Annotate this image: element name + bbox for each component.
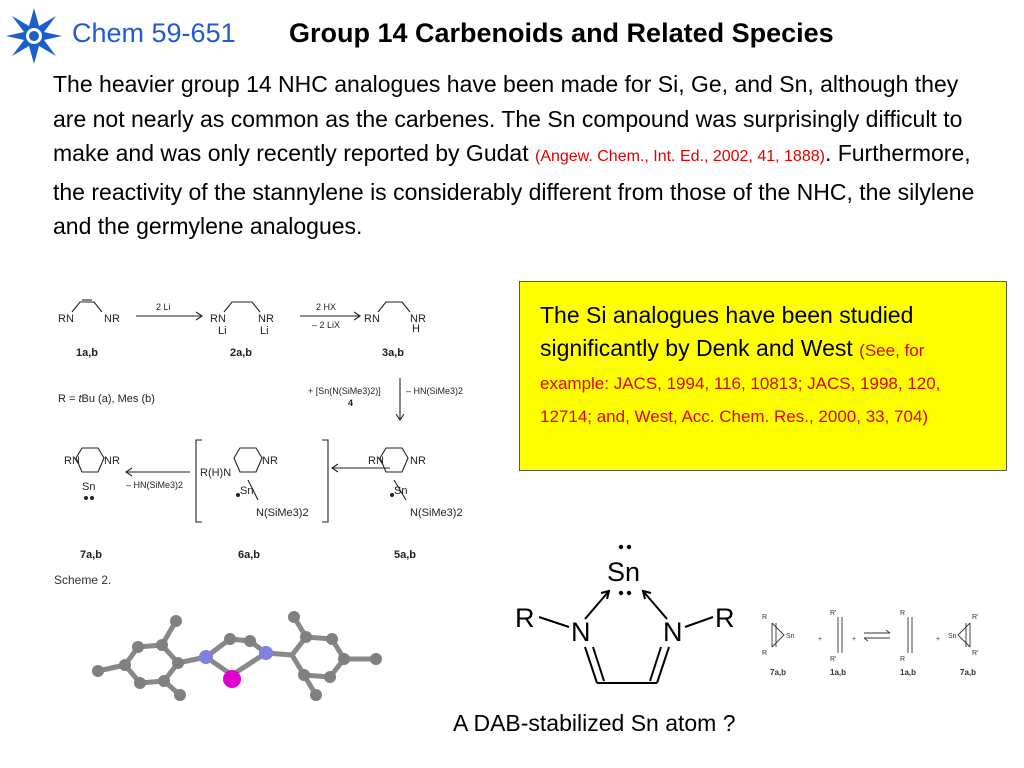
molecule-3d-model-image	[92, 611, 382, 701]
svg-text:R(H)N: R(H)N	[200, 467, 231, 479]
svg-text:NR: NR	[104, 313, 120, 325]
svg-text:Sn: Sn	[948, 633, 957, 640]
eq-label-7ab-2: 7a,b	[960, 668, 976, 677]
svg-text:RN: RN	[64, 455, 80, 467]
body-text-end: . Furthermore, the reactivity of the sta…	[53, 140, 975, 239]
body-paragraph: The heavier group 14 NHC analogues have …	[53, 67, 983, 244]
scheme-reagent-hn: – HN(SiMe3)2	[406, 386, 463, 396]
svg-text:Sn: Sn	[786, 633, 795, 640]
scheme-reagent-hx: 2 HX	[316, 302, 336, 312]
svg-text:N(SiMe3)2: N(SiMe3)2	[410, 507, 463, 519]
compound-label-6: 6a,b	[238, 549, 260, 561]
compound-label-3: 3a,b	[382, 347, 404, 359]
university-logo-icon	[6, 8, 62, 64]
svg-text:R: R	[762, 614, 767, 621]
svg-text:R: R	[900, 610, 905, 617]
body-reference: (Angew. Chem., Int. Ed., 2002, 41, 1888)	[534, 148, 825, 165]
eq-label-1ab: 1a,b	[830, 668, 846, 677]
svg-text:NR: NR	[104, 455, 120, 467]
svg-text:RN: RN	[368, 455, 384, 467]
svg-text:R': R'	[972, 650, 978, 657]
svg-text:R: R	[762, 650, 767, 657]
dab-r-left: R	[515, 603, 535, 633]
course-code: Chem 59-651	[72, 18, 236, 48]
svg-text:NR: NR	[258, 313, 274, 325]
note-box: The Si analogues have been studied signi…	[519, 281, 1007, 471]
r-definition: R = tBu (a), Mes (b)	[58, 393, 155, 405]
svg-text:R': R'	[830, 610, 836, 617]
svg-text:N(SiMe3)2: N(SiMe3)2	[256, 507, 309, 519]
compound-label-5: 5a,b	[394, 549, 416, 561]
dab-tin-label: Sn	[607, 557, 640, 587]
svg-text:NR: NR	[410, 455, 426, 467]
scheme-reagent-sn-num: 4	[348, 398, 353, 408]
svg-text:H: H	[412, 323, 420, 335]
eq-label-1ab-2: 1a,b	[900, 668, 916, 677]
scheme-caption: Scheme 2.	[54, 573, 111, 587]
compound-label-1: 1a,b	[76, 347, 98, 359]
svg-text:RN: RN	[58, 313, 74, 325]
svg-text:Li: Li	[260, 325, 269, 337]
eq-label-7ab: 7a,b	[770, 668, 786, 677]
svg-text:+: +	[818, 636, 822, 643]
svg-text:Li: Li	[218, 325, 227, 337]
scheme-reagent-li: 2 Li	[156, 302, 171, 312]
svg-text:RN: RN	[210, 313, 226, 325]
svg-text:+: +	[852, 636, 856, 643]
dab-n-left: N	[571, 617, 591, 647]
body-text-start: The heavier group 14 NHC analogues have …	[53, 71, 963, 166]
dab-r-right: R	[715, 603, 735, 633]
svg-text:Sn: Sn	[394, 485, 407, 497]
dab-sn-structure: Sn R R N N	[515, 544, 735, 684]
svg-text:NR: NR	[410, 313, 426, 325]
svg-text:Sn: Sn	[240, 485, 253, 497]
svg-text:RN: RN	[364, 313, 380, 325]
scheme-reagent-hn-2: – HN(SiMe3)2	[126, 480, 183, 490]
svg-text:R: R	[900, 656, 905, 663]
scheme-reagent-sn: + [Sn(N(SiMe3)2)]	[308, 386, 381, 396]
note-reference: (See, for example: JACS, 1994, 116, 1081…	[540, 341, 941, 426]
svg-text:R': R'	[972, 614, 978, 621]
compound-label-7: 7a,b	[80, 549, 102, 561]
compound-label-2: 2a,b	[230, 347, 252, 359]
scheme-reagent-lix: – 2 LiX	[312, 320, 340, 330]
svg-text:NR: NR	[262, 455, 278, 467]
figure-caption: A DAB-stabilized Sn atom ?	[453, 710, 736, 736]
svg-text:Sn: Sn	[82, 481, 95, 493]
note-text: The Si analogues have been studied signi…	[540, 302, 914, 361]
slide-title: Group 14 Carbenoids and Related Species	[289, 18, 834, 48]
svg-text:R': R'	[830, 656, 836, 663]
svg-text:+: +	[936, 636, 940, 643]
dab-n-right: N	[663, 617, 683, 647]
